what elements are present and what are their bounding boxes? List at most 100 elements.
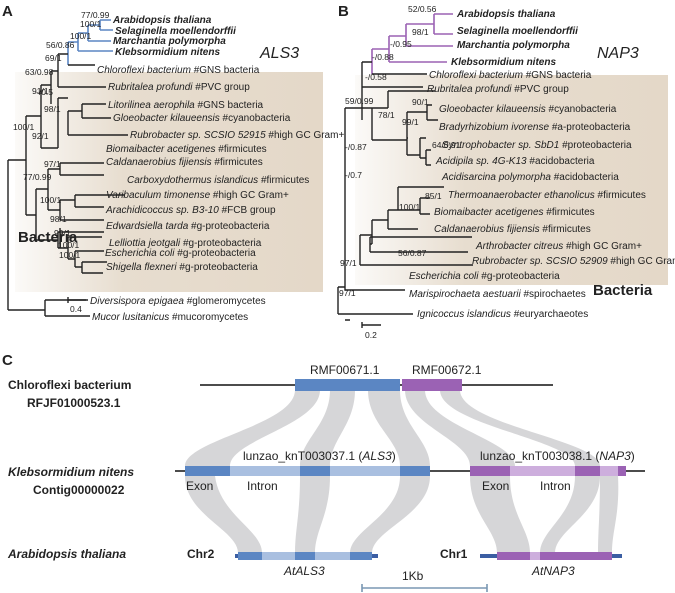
atals3-exon-2 (295, 552, 315, 560)
als3-locus-label: lunzao_knT003037.1 (ALS3) (243, 449, 396, 463)
atnap3-exon-3 (598, 552, 612, 560)
taxon-group: #firmicutes (595, 190, 646, 201)
atals3-label: AtALS3 (283, 564, 325, 578)
taxon-label: Mucor lusitanicus #mucoromycetes (92, 312, 248, 323)
support-value: 100/1 (40, 195, 62, 205)
support-values-a: 77/0.99100/1100/156/0.8669/163/0.98-/0.5… (13, 10, 110, 260)
atals3-intron-2 (315, 552, 350, 560)
plant-clade-branches-b (371, 13, 453, 74)
taxon-label: Acidisarcina polymorpha #acidobacteria (441, 172, 619, 183)
taxon-group: #firmicutes (258, 175, 309, 186)
support-value: 100/1 (58, 240, 80, 250)
nap3-locus-label: lunzao_knT003038.1 (NAP3) (480, 449, 635, 463)
taxon-name: Marchantia polymorpha (457, 40, 570, 51)
taxon-group: #g-proteobacteria (188, 221, 270, 232)
taxon-group: #firmicutes (216, 144, 267, 155)
taxon-group: #acidobacteria (551, 172, 619, 183)
taxon-name: Gloeobacter kilaueensis (439, 104, 546, 115)
taxon-label: Rubritalea profundi #PVC group (108, 82, 250, 93)
bacteria-background-a (15, 72, 323, 292)
support-value: 85/1 (425, 191, 442, 201)
taxon-name: Klebsormidium nitens (115, 47, 220, 58)
support-value: -/0.87 (345, 142, 367, 152)
taxon-label: Acidipila sp. 4G-K13 #acidobacteria (435, 156, 595, 167)
taxon-label: Rubrobacter sp. SCSIO 52915 #high GC Gra… (130, 130, 344, 141)
synteny-band-11 (598, 476, 619, 553)
panel-c: C Chloroflexi bacterium RFJF01000523.1 R… (2, 352, 645, 592)
taxon-name: Marispirochaeta aestuarii (409, 289, 521, 300)
synteny-band-6 (185, 476, 262, 553)
taxon-group: #glomeromycetes (184, 296, 266, 307)
support-value: 63/0.98 (25, 67, 54, 77)
taxon-name: Rubritalea profundi (427, 84, 512, 95)
taxon-label: Biomaibacter acetigenes #firmicutes (434, 207, 595, 218)
support-value: 97/1 (339, 288, 356, 298)
tree-branches-b (337, 61, 473, 321)
row2-organism: Klebsormidium nitens (8, 465, 134, 479)
taxon-name: Acidisarcina polymorpha (441, 172, 551, 183)
taxon-group: #firmicutes (540, 224, 591, 235)
scale-label-c: 1Kb (402, 569, 424, 583)
taxon-label: Escherichia coli #g-proteobacteria (409, 271, 560, 282)
row1-accession: RFJF01000523.1 (27, 396, 121, 410)
bacteria-background-b (355, 75, 668, 285)
support-value: 100/1 (59, 250, 81, 260)
taxon-name: Diversispora epigaea (90, 296, 184, 307)
support-value: 100/1 (70, 31, 92, 41)
panel-c-label: C (2, 352, 13, 369)
taxon-label: Selaginella moellendorffii (115, 26, 236, 37)
taxon-name: Caldanaerobius fijiensis (434, 224, 540, 235)
support-value: 100/1 (13, 122, 35, 132)
taxon-label: Edwardsiella tarda #g-proteobacteria (106, 221, 270, 232)
taxon-name: Thermoanaerobacter ethanolicus (448, 190, 595, 201)
support-value: 97/1 (340, 258, 357, 268)
taxon-label: Thermoanaerobacter ethanolicus #firmicut… (448, 190, 646, 201)
taxon-label: Arabidopsis thaliana (456, 9, 556, 20)
gene-rmf00671 (295, 379, 400, 391)
tree-branches-a (7, 53, 128, 317)
taxon-group: #PVC group (512, 84, 570, 95)
atals3-exon-3 (350, 552, 372, 560)
chr1-label: Chr1 (440, 547, 468, 561)
chr2-label: Chr2 (187, 547, 215, 561)
taxon-name: Chloroflexi bacterium (429, 70, 523, 81)
taxon-group: #high GC Gram+ (608, 256, 675, 267)
support-value: 69/1 (45, 53, 62, 63)
atnap3-intron-1 (530, 552, 540, 560)
support-value: -/0.58 (365, 72, 387, 82)
taxon-name: Carboxydothermus islandicus (127, 175, 258, 186)
taxon-name: Chloroflexi bacterium (97, 65, 191, 76)
scale-label-a: 0.4 (70, 304, 82, 314)
row1-organism: Chloroflexi bacterium (8, 378, 131, 392)
taxon-name: Arabidopsis thaliana (112, 15, 212, 26)
taxon-name: Shigella flexneri (106, 262, 177, 273)
taxon-group: #high GC Gram+ (210, 190, 289, 201)
taxon-label: Klebsormidium nitens (451, 57, 556, 68)
scale-bar-a (67, 297, 86, 303)
taxon-group: #PVC group (193, 82, 251, 93)
als3-exon-1 (185, 466, 230, 476)
support-value: 59/0.99 (345, 96, 374, 106)
taxon-group: #g-proteobacteria (177, 262, 259, 273)
taxon-name: Escherichia coli (105, 248, 175, 259)
taxon-label: Diversispora epigaea #glomeromycetes (90, 296, 266, 307)
taxon-group: #GNS bacteria (195, 100, 264, 111)
taxon-label: Escherichia coli #g-proteobacteria (105, 248, 256, 259)
taxon-group: #high GC Gram+ (266, 130, 345, 141)
taxon-name: Biomaibacter acetigenes (106, 144, 216, 155)
support-value: 99/1 (402, 117, 419, 127)
support-value: 90/1 (412, 97, 429, 107)
panel-b: B NAP3 Bacteria 0.2 52/0.5698/1-/0.95-/0… (337, 3, 675, 340)
taxon-name: Rubritalea profundi (108, 82, 193, 93)
taxon-group: #cyanobacteria (220, 113, 291, 124)
taxon-name: Lelliottia jeotgali (109, 238, 181, 249)
taxon-group: #proteobacteria (559, 140, 632, 151)
scale-label-b: 0.2 (365, 330, 377, 340)
taxon-name: Escherichia coli (409, 271, 479, 282)
taxon-label: Rubritalea profundi #PVC group (427, 84, 569, 95)
taxon-label: Bradyrhizobium ivorense #a-proteobacteri… (439, 122, 631, 133)
taxon-group: #cyanobacteria (546, 104, 617, 115)
support-value: -/0.7 (345, 170, 362, 180)
